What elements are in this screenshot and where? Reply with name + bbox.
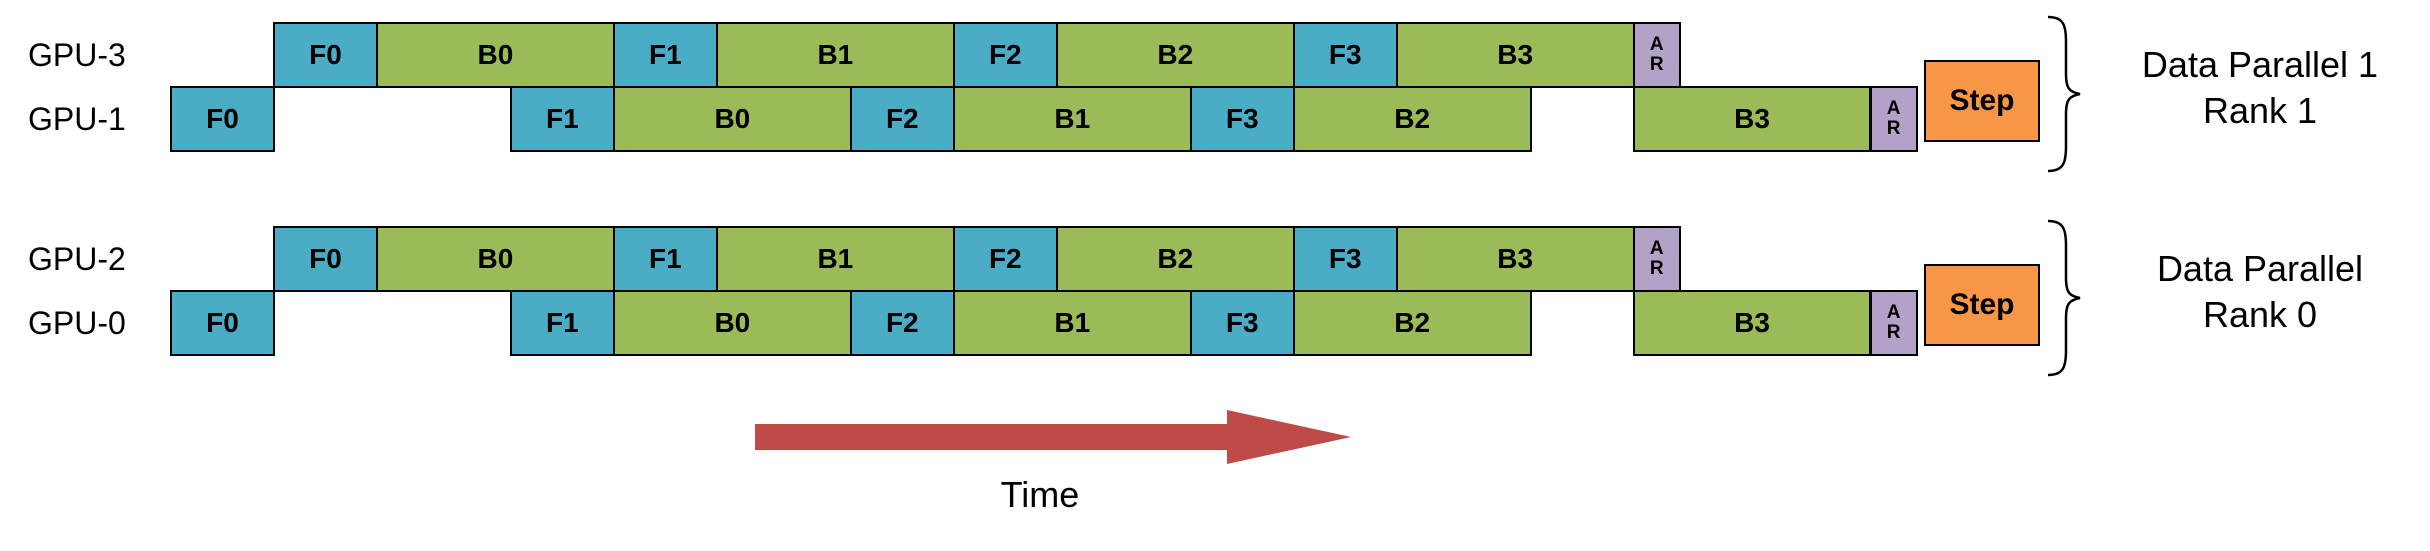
block-f1: F1 bbox=[612, 22, 718, 88]
block-f0: F0 bbox=[170, 290, 275, 356]
block-b0: B0 bbox=[612, 290, 852, 356]
block-f1: F1 bbox=[509, 86, 615, 152]
block-b1: B1 bbox=[715, 22, 955, 88]
block-b0: B0 bbox=[376, 226, 615, 292]
block-b1: B1 bbox=[952, 86, 1192, 152]
block-b2: B2 bbox=[1292, 290, 1532, 356]
block-b2: B2 bbox=[1055, 226, 1295, 292]
gpu-row-label-gpu-2: GPU-2 bbox=[28, 241, 126, 277]
block-f1: F1 bbox=[612, 226, 718, 292]
group-label-line: Data Parallel bbox=[2156, 248, 2364, 289]
gpu-row-label-gpu-0: GPU-0 bbox=[28, 305, 126, 341]
block-f3: F3 bbox=[1189, 290, 1295, 356]
time-axis-label: Time bbox=[1000, 474, 1080, 515]
group-label-line: Data Parallel 1 bbox=[2141, 44, 2379, 85]
group-brace bbox=[2047, 219, 2081, 377]
gpu-row-label-gpu-1: GPU-1 bbox=[28, 101, 126, 137]
block-f0: F0 bbox=[273, 22, 378, 88]
group-label-line: Rank 0 bbox=[2202, 294, 2318, 335]
block-b1: B1 bbox=[952, 290, 1192, 356]
block-f3: F3 bbox=[1292, 22, 1398, 88]
block-f0: F0 bbox=[170, 86, 275, 152]
block-f3: F3 bbox=[1189, 86, 1295, 152]
block-f3: F3 bbox=[1292, 226, 1398, 292]
block-b2: B2 bbox=[1292, 86, 1532, 152]
block-b3: B3 bbox=[1395, 22, 1635, 88]
block-b3: B3 bbox=[1632, 86, 1872, 152]
group-label-rank1: Data Parallel 1 Rank 1 bbox=[2094, 30, 2426, 146]
block-b3: B3 bbox=[1632, 290, 1872, 356]
group-label-line: Rank 1 bbox=[2202, 90, 2318, 131]
block-b1: B1 bbox=[715, 226, 955, 292]
block-b0: B0 bbox=[612, 86, 852, 152]
block-b0: B0 bbox=[376, 22, 615, 88]
block-step: Step bbox=[1924, 60, 2040, 142]
group-brace bbox=[2047, 15, 2081, 173]
block-step: Step bbox=[1924, 264, 2040, 346]
block-f2: F2 bbox=[849, 290, 955, 356]
block-f2: F2 bbox=[849, 86, 955, 152]
block-f0: F0 bbox=[273, 226, 378, 292]
time-arrow-icon bbox=[755, 410, 1351, 464]
block-b3: B3 bbox=[1395, 226, 1635, 292]
gpu-row-label-gpu-3: GPU-3 bbox=[28, 37, 126, 73]
block-f1: F1 bbox=[509, 290, 615, 356]
block-b2: B2 bbox=[1055, 22, 1295, 88]
block-f2: F2 bbox=[952, 22, 1058, 88]
block-f2: F2 bbox=[952, 226, 1058, 292]
